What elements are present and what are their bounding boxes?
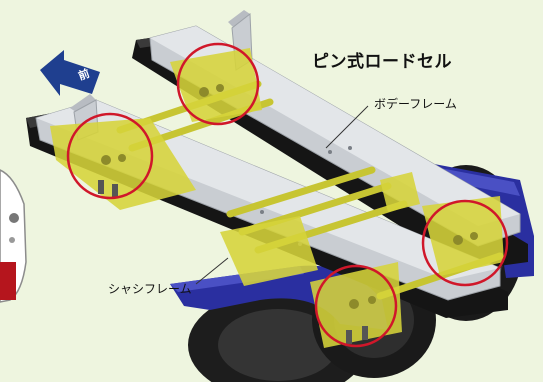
forward-arrow-label: 前 — [76, 66, 91, 83]
highlight-circle-rear-right — [421, 199, 509, 287]
truck-cab-partial — [0, 169, 27, 303]
load-cell-pins — [98, 84, 478, 344]
highlight-circle-front-right — [176, 42, 260, 126]
chassis-frame-label: シャシフレーム — [108, 282, 192, 296]
load-cell-highlight-circles — [66, 42, 509, 348]
highlight-circle-front-left — [66, 112, 154, 200]
yellow-brackets — [50, 48, 504, 348]
diagram-title: ピン式ロードセル — [312, 52, 452, 72]
chassis-frame-leader-line — [195, 257, 229, 285]
forward-arrow-icon — [40, 50, 100, 96]
body-frame-label: ボデーフレーム — [374, 97, 457, 111]
highlight-circle-rear-left — [314, 264, 398, 348]
body-frame-leader-line — [325, 105, 369, 149]
